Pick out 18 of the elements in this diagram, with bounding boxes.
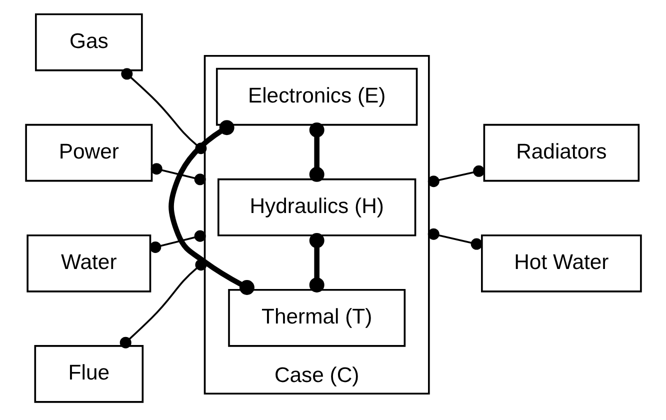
connector xyxy=(427,165,484,188)
connector xyxy=(120,68,206,154)
node-box: Flue xyxy=(34,345,144,403)
node-box: Hot Water xyxy=(480,234,642,292)
node-box: Electronics (E) xyxy=(215,68,418,126)
node-box: Gas xyxy=(34,13,142,72)
connector xyxy=(308,122,324,182)
node-box: Thermal (T) xyxy=(228,288,406,347)
connector xyxy=(427,228,482,250)
node-box: Radiators xyxy=(482,124,640,182)
node-box: Hydraulics (H) xyxy=(217,178,416,236)
connector xyxy=(119,259,206,348)
node-box: Water xyxy=(26,234,151,292)
connector xyxy=(150,163,206,186)
node-box: Power xyxy=(24,124,152,182)
connector xyxy=(149,230,206,253)
connector xyxy=(168,120,254,295)
connector xyxy=(308,233,324,292)
